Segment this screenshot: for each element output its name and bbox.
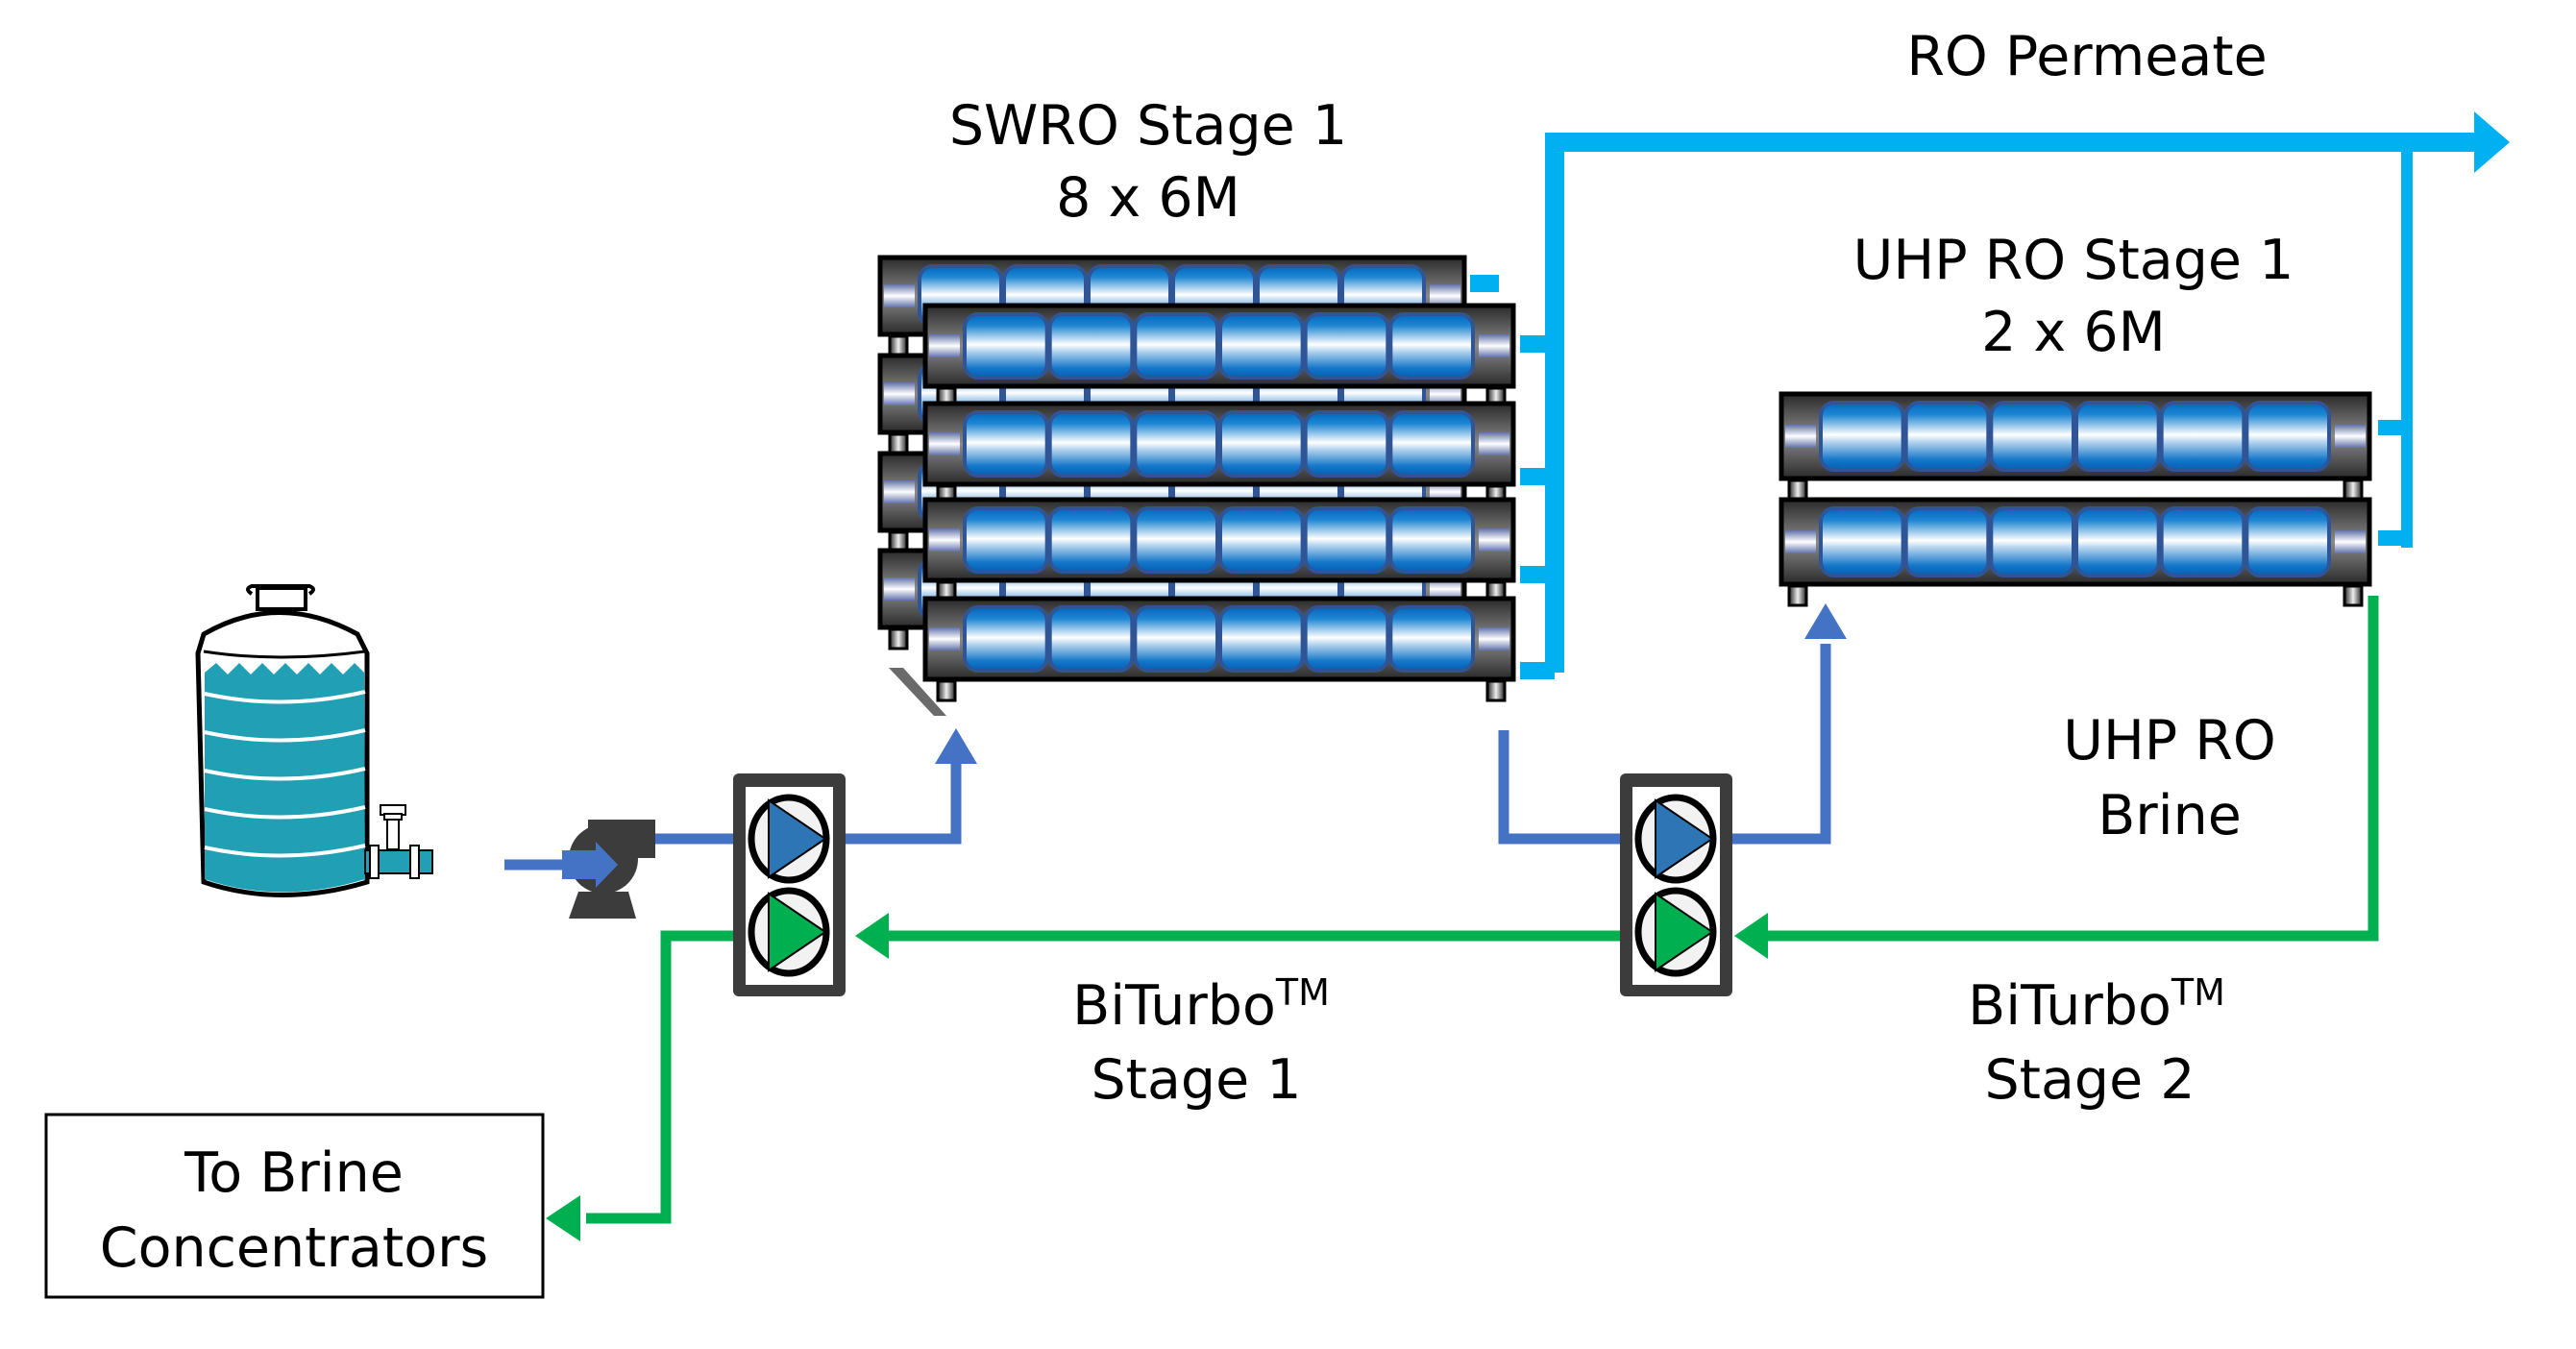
uhp-pressure-vessel (1779, 391, 2372, 481)
feed-booster-pump-icon (748, 794, 830, 884)
swro-pressure-vessel-front (922, 497, 1516, 583)
brine-concentrators-line2: Concentrators (100, 1216, 488, 1280)
brine-arrow-biturbo1 (855, 913, 889, 959)
membrane-element (1819, 401, 1905, 472)
membrane-element (1388, 506, 1476, 574)
membrane-element (963, 312, 1049, 380)
brine-turbine-icon (1634, 887, 1717, 977)
membrane-element (1218, 605, 1305, 673)
biturbo-stage-1-label: BiTurboTM (1072, 971, 1330, 1038)
biturbo-stage-2-name: BiTurbo (1968, 974, 2171, 1038)
membrane-element (1047, 312, 1135, 380)
vessel-support-foot (936, 679, 957, 702)
membrane-element (1133, 605, 1220, 673)
membrane-element (1218, 312, 1305, 380)
membrane-element (1819, 506, 1905, 577)
membrane-element (2159, 506, 2246, 577)
membrane-element (2245, 401, 2331, 472)
membrane-element (2074, 506, 2161, 577)
vessel-support-foot (888, 432, 909, 455)
high-pressure-pump-icon (562, 820, 655, 919)
membrane-element (1303, 410, 1390, 478)
membrane-element (1903, 506, 1991, 577)
membrane-element (1303, 506, 1390, 574)
trademark-mark: TM (1275, 971, 1330, 1014)
membrane-element (1388, 312, 1476, 380)
swro-pressure-vessel-front (922, 596, 1516, 682)
membrane-element (1133, 312, 1220, 380)
membrane-element (963, 506, 1049, 574)
membrane-element (1989, 506, 2075, 577)
vessel-support-foot (1787, 584, 1808, 607)
membrane-element (2159, 401, 2246, 472)
trademark-mark: TM (2171, 971, 2225, 1014)
membrane-element (963, 605, 1049, 673)
brine-line (586, 596, 2379, 1224)
biturbo-stage-2-stage: Stage 2 (1984, 1048, 2195, 1112)
membrane-element (1047, 410, 1135, 478)
swro-stage-title: SWRO Stage 1 (949, 94, 1347, 158)
membrane-element (2074, 401, 2161, 472)
uhp-brine-label-line2: Brine (2098, 784, 2242, 847)
membrane-element (1303, 312, 1390, 380)
swro-stage-1-vessels (877, 255, 1516, 716)
membrane-element (1388, 605, 1476, 673)
membrane-element (1218, 506, 1305, 574)
membrane-element (1047, 506, 1135, 574)
membrane-element (1903, 401, 1991, 472)
membrane-element (1989, 401, 2075, 472)
swro-pressure-vessel-front (922, 303, 1516, 389)
feed-line (504, 644, 1831, 871)
uhp-stage-title: UHP RO Stage 1 (1853, 229, 2294, 292)
feed-arrow-swro (935, 728, 977, 764)
uhp-brine-label-line1: UHP RO (2063, 709, 2276, 773)
vessel-support-foot (1787, 478, 1808, 502)
swro-stage-config: 8 x 6M (1056, 166, 1240, 230)
membrane-element (1047, 605, 1135, 673)
uhp-ro-stage-1-vessels (1779, 391, 2372, 607)
brine-concentrators-box (44, 1113, 545, 1299)
biturbo-stage-1-unit[interactable] (733, 773, 846, 996)
feed-tank-icon (195, 584, 370, 897)
vessel-support-foot (888, 627, 909, 650)
permeate-line (1470, 133, 2474, 679)
brine-arrow-biturbo2 (1734, 913, 1768, 959)
biturbo-stage-1-stage: Stage 1 (1091, 1048, 1301, 1112)
membrane-element (1218, 410, 1305, 478)
biturbo-stage-2-unit[interactable] (1620, 773, 1732, 996)
vessel-support-foot (1485, 679, 1507, 702)
uhp-stage-config: 2 x 6M (1981, 301, 2166, 364)
brine-concentrators-line1: To Brine (184, 1141, 404, 1205)
brine-arrow-concentrators (546, 1195, 580, 1241)
feed-arrow-uhp (1804, 603, 1847, 639)
vessel-support-foot (2343, 584, 2364, 607)
membrane-element (1133, 410, 1220, 478)
stack-frame-brace (889, 668, 946, 716)
biturbo-stage-2-label: BiTurboTM (1968, 971, 2225, 1038)
vessel-support-foot (888, 334, 909, 357)
feed-booster-pump-icon (1634, 794, 1717, 884)
membrane-element (1133, 506, 1220, 574)
tank-valve-icon (364, 804, 433, 879)
membrane-element (1388, 410, 1476, 478)
membrane-element (2245, 506, 2331, 577)
membrane-element (1303, 605, 1390, 673)
uhp-pressure-vessel (1779, 497, 2372, 587)
brine-turbine-icon (748, 887, 830, 977)
swro-pressure-vessel-front (922, 401, 1516, 487)
biturbo-stage-1-name: BiTurbo (1072, 974, 1276, 1038)
ro-permeate-label: RO Permeate (1906, 25, 2267, 88)
membrane-element (963, 410, 1049, 478)
permeate-arrow-head (2474, 111, 2510, 173)
vessel-support-foot (2343, 478, 2364, 502)
